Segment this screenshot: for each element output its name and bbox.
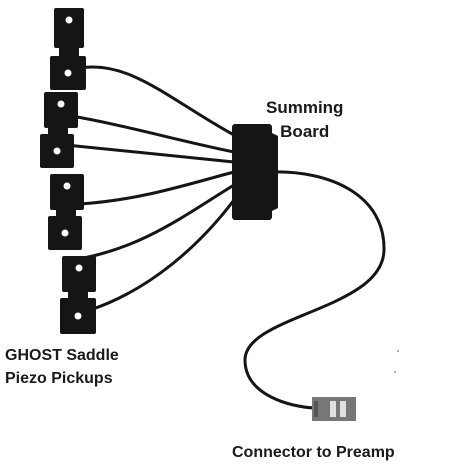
- speck-dot: [394, 371, 396, 373]
- output-cable: [243, 170, 386, 410]
- speck-dot: [397, 350, 399, 352]
- wire-pickup-4: [78, 170, 236, 206]
- wire-pickup-3: [64, 143, 236, 164]
- wire-pickup-2: [64, 113, 236, 154]
- pickup-3: [48, 174, 84, 250]
- summing-board: [232, 124, 278, 220]
- pickups-label-line-1: GHOST Saddle: [5, 347, 119, 364]
- preamp-connector: [312, 397, 356, 421]
- summing-board-label-line-1: Summing: [266, 98, 344, 117]
- summing-board-label: Summing Board: [266, 96, 343, 144]
- pickup-1: [50, 8, 86, 90]
- pickups-label-line-2: Piezo Pickups: [5, 370, 113, 387]
- summing-board-label-line-2: Board: [280, 122, 330, 141]
- wire-pickup-6: [88, 198, 236, 312]
- wire-pickup-1: [78, 65, 236, 137]
- pickup-4: [60, 256, 96, 334]
- connector-label: Connector to Preamp: [232, 444, 395, 461]
- wire-pickup-5: [70, 183, 236, 262]
- pickup-stack: [40, 8, 96, 334]
- pickup-2: [40, 92, 78, 168]
- pickups-label: GHOST Saddle Piezo Pickups: [5, 344, 119, 390]
